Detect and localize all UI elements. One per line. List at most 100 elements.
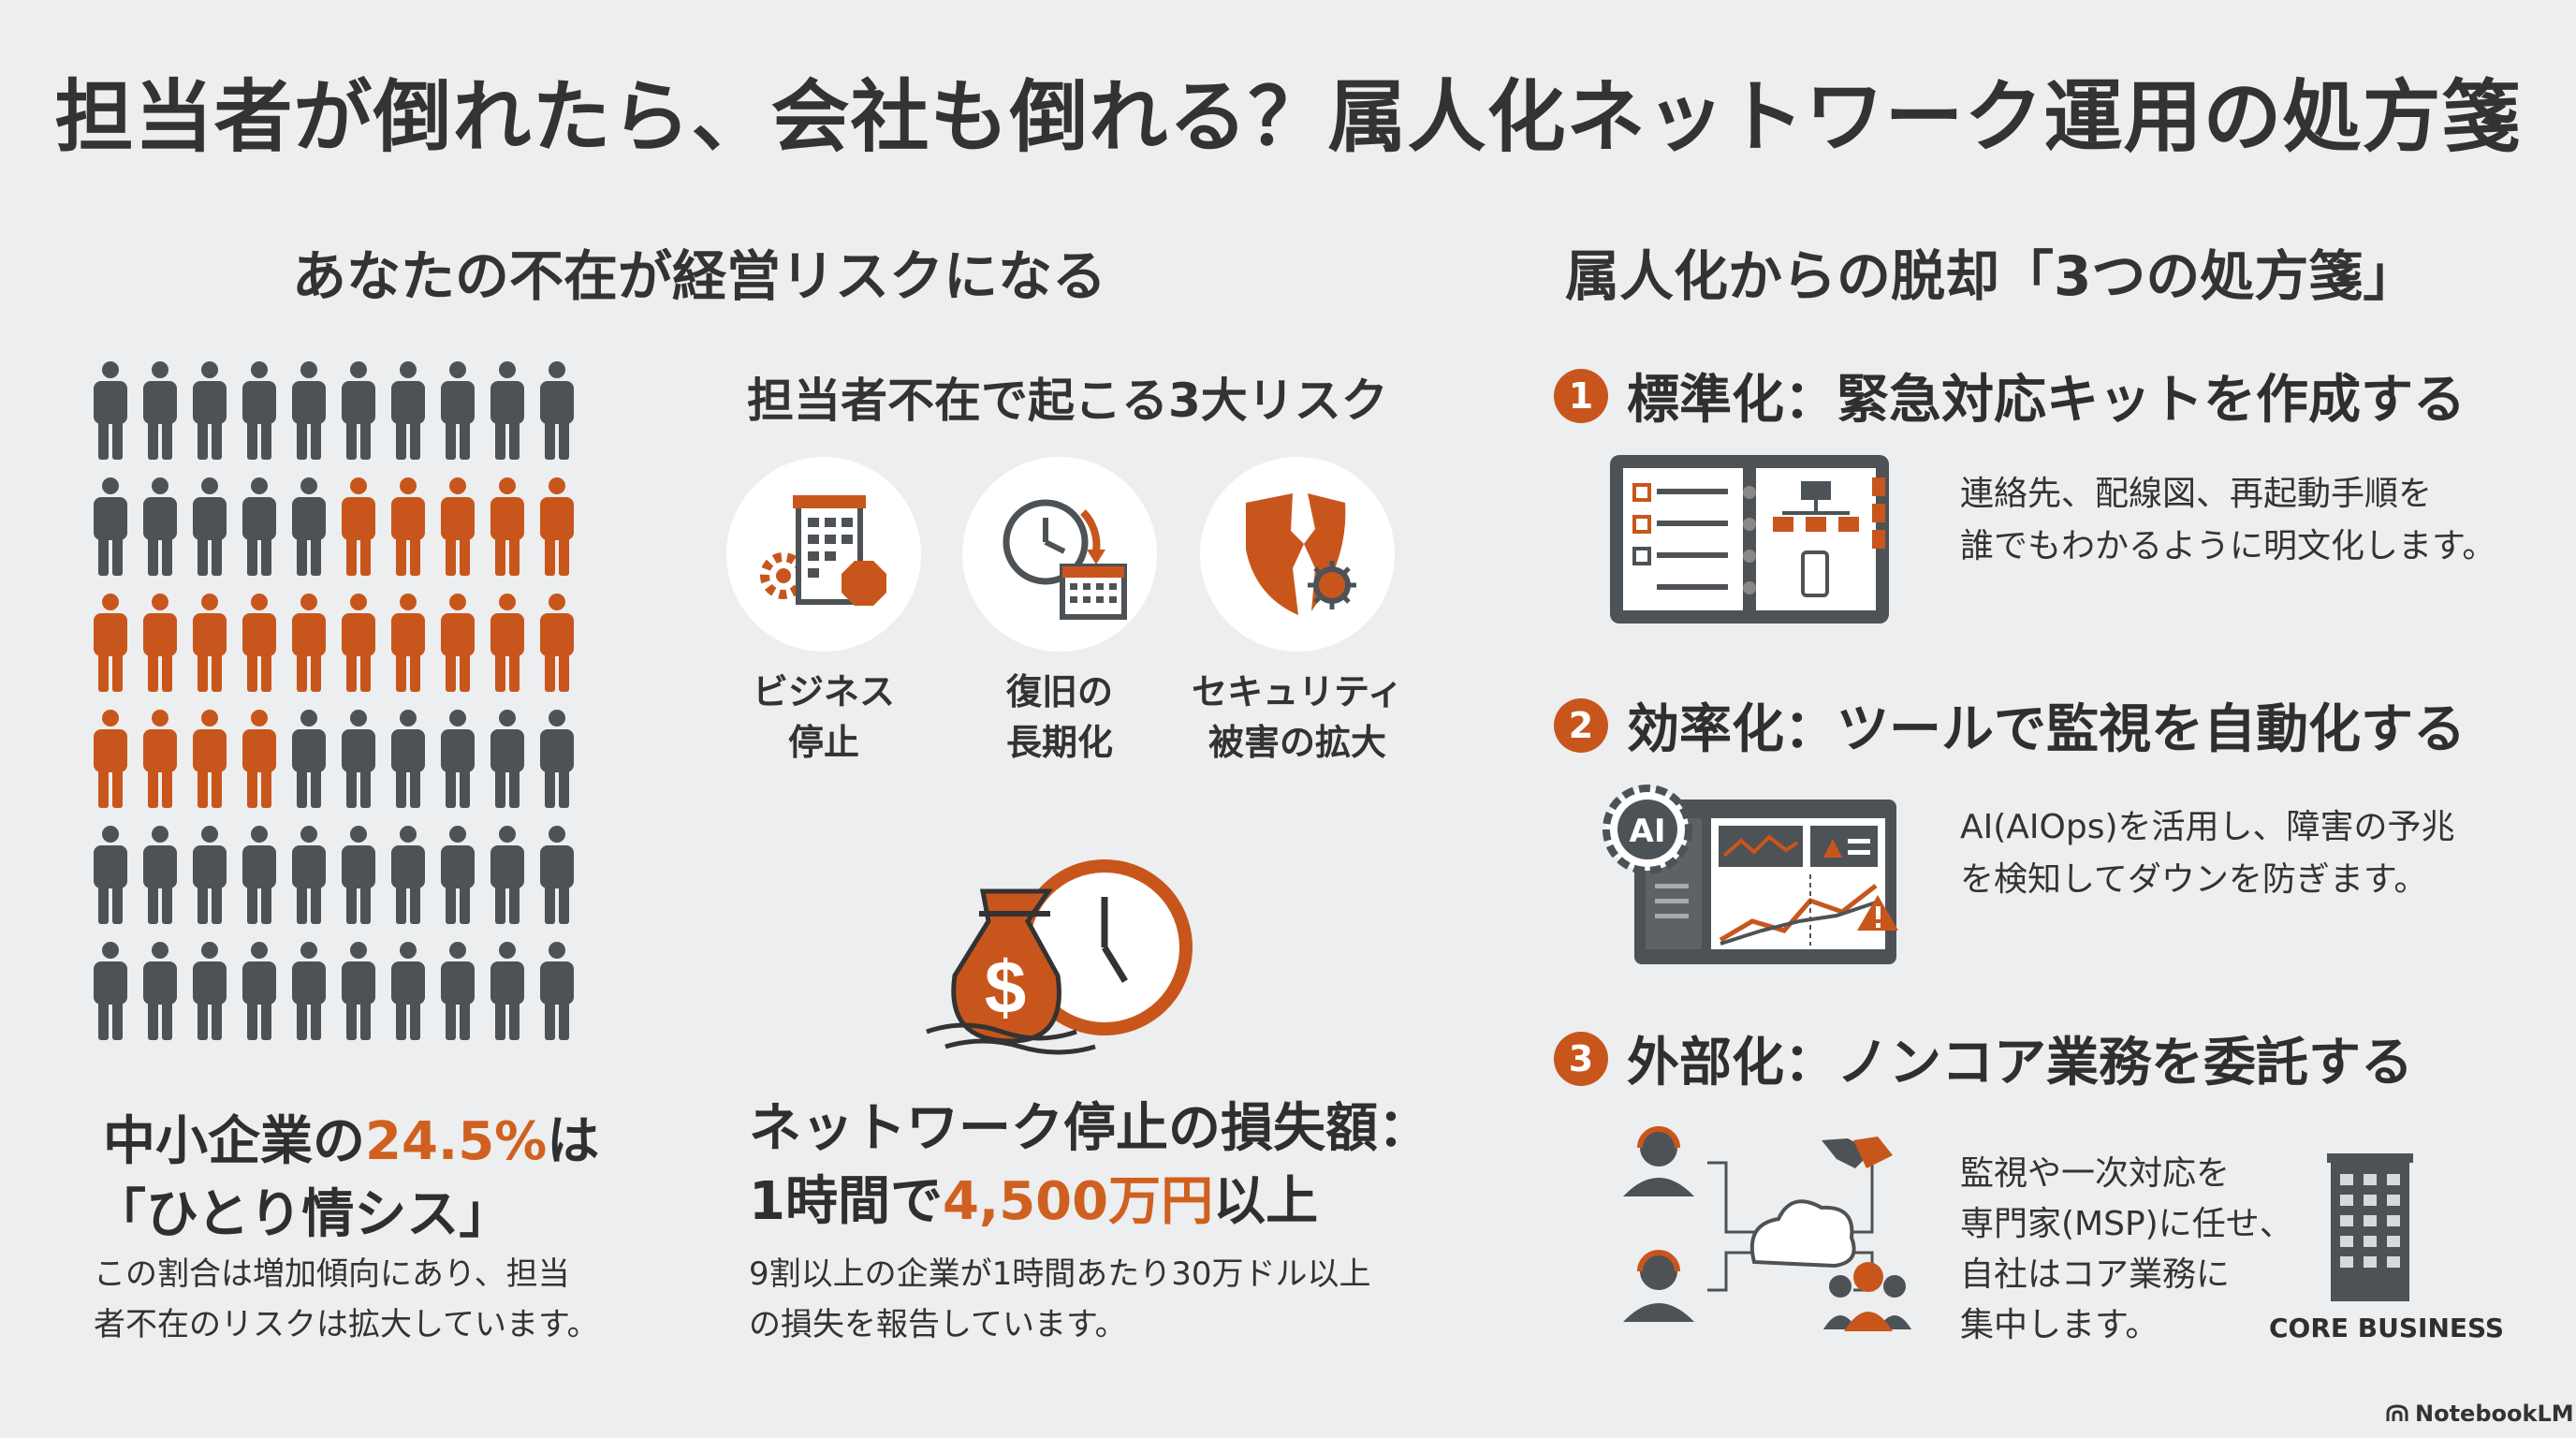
person-icon: [193, 826, 227, 924]
person-icon: [391, 361, 425, 460]
step-1-desc-1: 連絡先、配線図、再起動手順を: [1960, 475, 2433, 513]
person-icon: [342, 594, 375, 692]
step-2-title: 効率化：ツールで監視を自動化する: [1627, 699, 2466, 760]
person-icon: [540, 477, 574, 576]
step-2-number: 2: [1554, 698, 1608, 753]
broken-shield-virus-icon: [1246, 493, 1356, 615]
risk-circle-recovery: [962, 457, 1157, 652]
person-icon: [242, 710, 276, 808]
person-icon: [540, 361, 574, 460]
loss-prefix: 1時間で: [749, 1171, 943, 1232]
person-icon: [441, 710, 475, 808]
person-icon: [490, 942, 524, 1040]
person-icon: [441, 942, 475, 1040]
risk-1-line2: 停止: [787, 722, 859, 763]
person-icon: [143, 826, 177, 924]
left-desc-1: この割合は増加傾向にあり、担当: [94, 1255, 570, 1293]
person-icon: [94, 710, 127, 808]
person-icon: [490, 477, 524, 576]
right-heading: 属人化からの脱却「3つの処方箋」: [1565, 244, 2418, 308]
person-icon: [540, 710, 574, 808]
risk-label-recovery: 復旧の 長期化: [929, 667, 1191, 768]
stat-value: 24.5%: [365, 1111, 548, 1172]
person-icon: [242, 942, 276, 1040]
brand-name: NotebookLM: [2415, 1401, 2574, 1427]
page-title: 担当者が倒れたら、会社も倒れる？属人化ネットワーク運用の処方箋: [54, 71, 2522, 163]
stat-prefix: 中小企業の: [103, 1111, 365, 1172]
binder-kit-icon: [1610, 455, 1889, 624]
person-icon: [292, 826, 326, 924]
left-heading: あなたの不在が経営リスクになる: [292, 244, 1107, 308]
person-icon: [94, 477, 127, 576]
step-3-desc-2: 専門家(MSP)に任せ、: [1960, 1205, 2293, 1243]
person-icon: [490, 826, 524, 924]
core-building-icon: [2327, 1153, 2413, 1301]
person-icon: [242, 594, 276, 692]
core-business-label: CORE BUSINESS: [2269, 1313, 2505, 1343]
person-icon: [342, 361, 375, 460]
person-icon: [94, 942, 127, 1040]
svg-text:$: $: [985, 946, 1027, 1029]
person-icon: [143, 710, 177, 808]
step-2-desc-2: を検知してダウンを防ぎます。: [1960, 860, 2428, 899]
risk-2-line1: 復旧の: [1005, 671, 1113, 712]
risk-label-business: ビジネス 停止: [693, 667, 955, 768]
person-icon: [292, 594, 326, 692]
stat-suffix: は: [547, 1111, 600, 1172]
loss-suffix: 以上: [1213, 1171, 1319, 1232]
person-icon: [292, 361, 326, 460]
left-desc-2: 者不在のリスクは拡大しています。: [94, 1306, 599, 1343]
step-1-title: 標準化：緊急対応キットを作成する: [1627, 370, 2466, 431]
person-icon: [292, 477, 326, 576]
risk-1-line1: ビジネス: [752, 671, 895, 712]
person-icon: [242, 477, 276, 576]
person-icon: [143, 477, 177, 576]
building-stop-icon: [760, 495, 886, 606]
person-icon: [540, 594, 574, 692]
brand-footer: NotebookLM: [2385, 1401, 2574, 1427]
step-2-desc-1: AI(AIOps)を活用し、障害の予兆: [1960, 808, 2455, 846]
step-1-number: 1: [1554, 369, 1608, 423]
person-icon: [490, 710, 524, 808]
step-3-desc-3: 自社はコア業務に: [1960, 1255, 2231, 1294]
person-icon: [342, 826, 375, 924]
money-bag-clock-icon: $: [926, 859, 1193, 1055]
ai-badge: AI: [1629, 813, 1666, 850]
person-icon: [242, 361, 276, 460]
loss-line-1: ネットワーク停止の損失額：: [749, 1098, 1430, 1159]
person-icon: [193, 710, 227, 808]
outsourcing-network-icon: [1623, 1126, 1911, 1331]
person-icon: [540, 942, 574, 1040]
person-icon: [193, 942, 227, 1040]
person-icon: [143, 594, 177, 692]
person-icon: [441, 477, 475, 576]
person-icon: [94, 594, 127, 692]
person-icon: [391, 710, 425, 808]
risk-3-line1: セキュリティ: [1192, 671, 1403, 712]
risk-2-line2: 長期化: [1005, 722, 1113, 763]
person-icon: [540, 826, 574, 924]
person-icon: [94, 361, 127, 460]
person-icon: [193, 477, 227, 576]
step-3-number: 3: [1554, 1032, 1608, 1086]
person-icon: [193, 594, 227, 692]
person-icon: [342, 942, 375, 1040]
person-icon: [342, 710, 375, 808]
risk-3-line2: 被害の拡大: [1208, 722, 1386, 763]
person-icon: [143, 942, 177, 1040]
monitoring-dashboard-icon: [1603, 785, 1898, 964]
risk-circle-security: [1200, 457, 1395, 652]
people-grid: [90, 360, 595, 1072]
step-1-desc-2: 誰でもわかるように明文化します。: [1960, 527, 2496, 565]
stat-line-1: 中小企業の24.5%は: [103, 1099, 599, 1175]
person-icon: [441, 594, 475, 692]
person-icon: [490, 361, 524, 460]
stat-line-2: 「ひとり情シス」: [94, 1184, 512, 1245]
person-icon: [441, 361, 475, 460]
person-icon: [94, 826, 127, 924]
step-3-desc-4: 集中します。: [1960, 1306, 2159, 1344]
loss-desc-1: 9割以上の企業が1時間あたり30万ドル以上: [749, 1255, 1371, 1293]
loss-line-2: 1時間で4,500万円以上: [749, 1159, 1318, 1235]
person-icon: [391, 477, 425, 576]
risk-circle-business: [726, 457, 921, 652]
